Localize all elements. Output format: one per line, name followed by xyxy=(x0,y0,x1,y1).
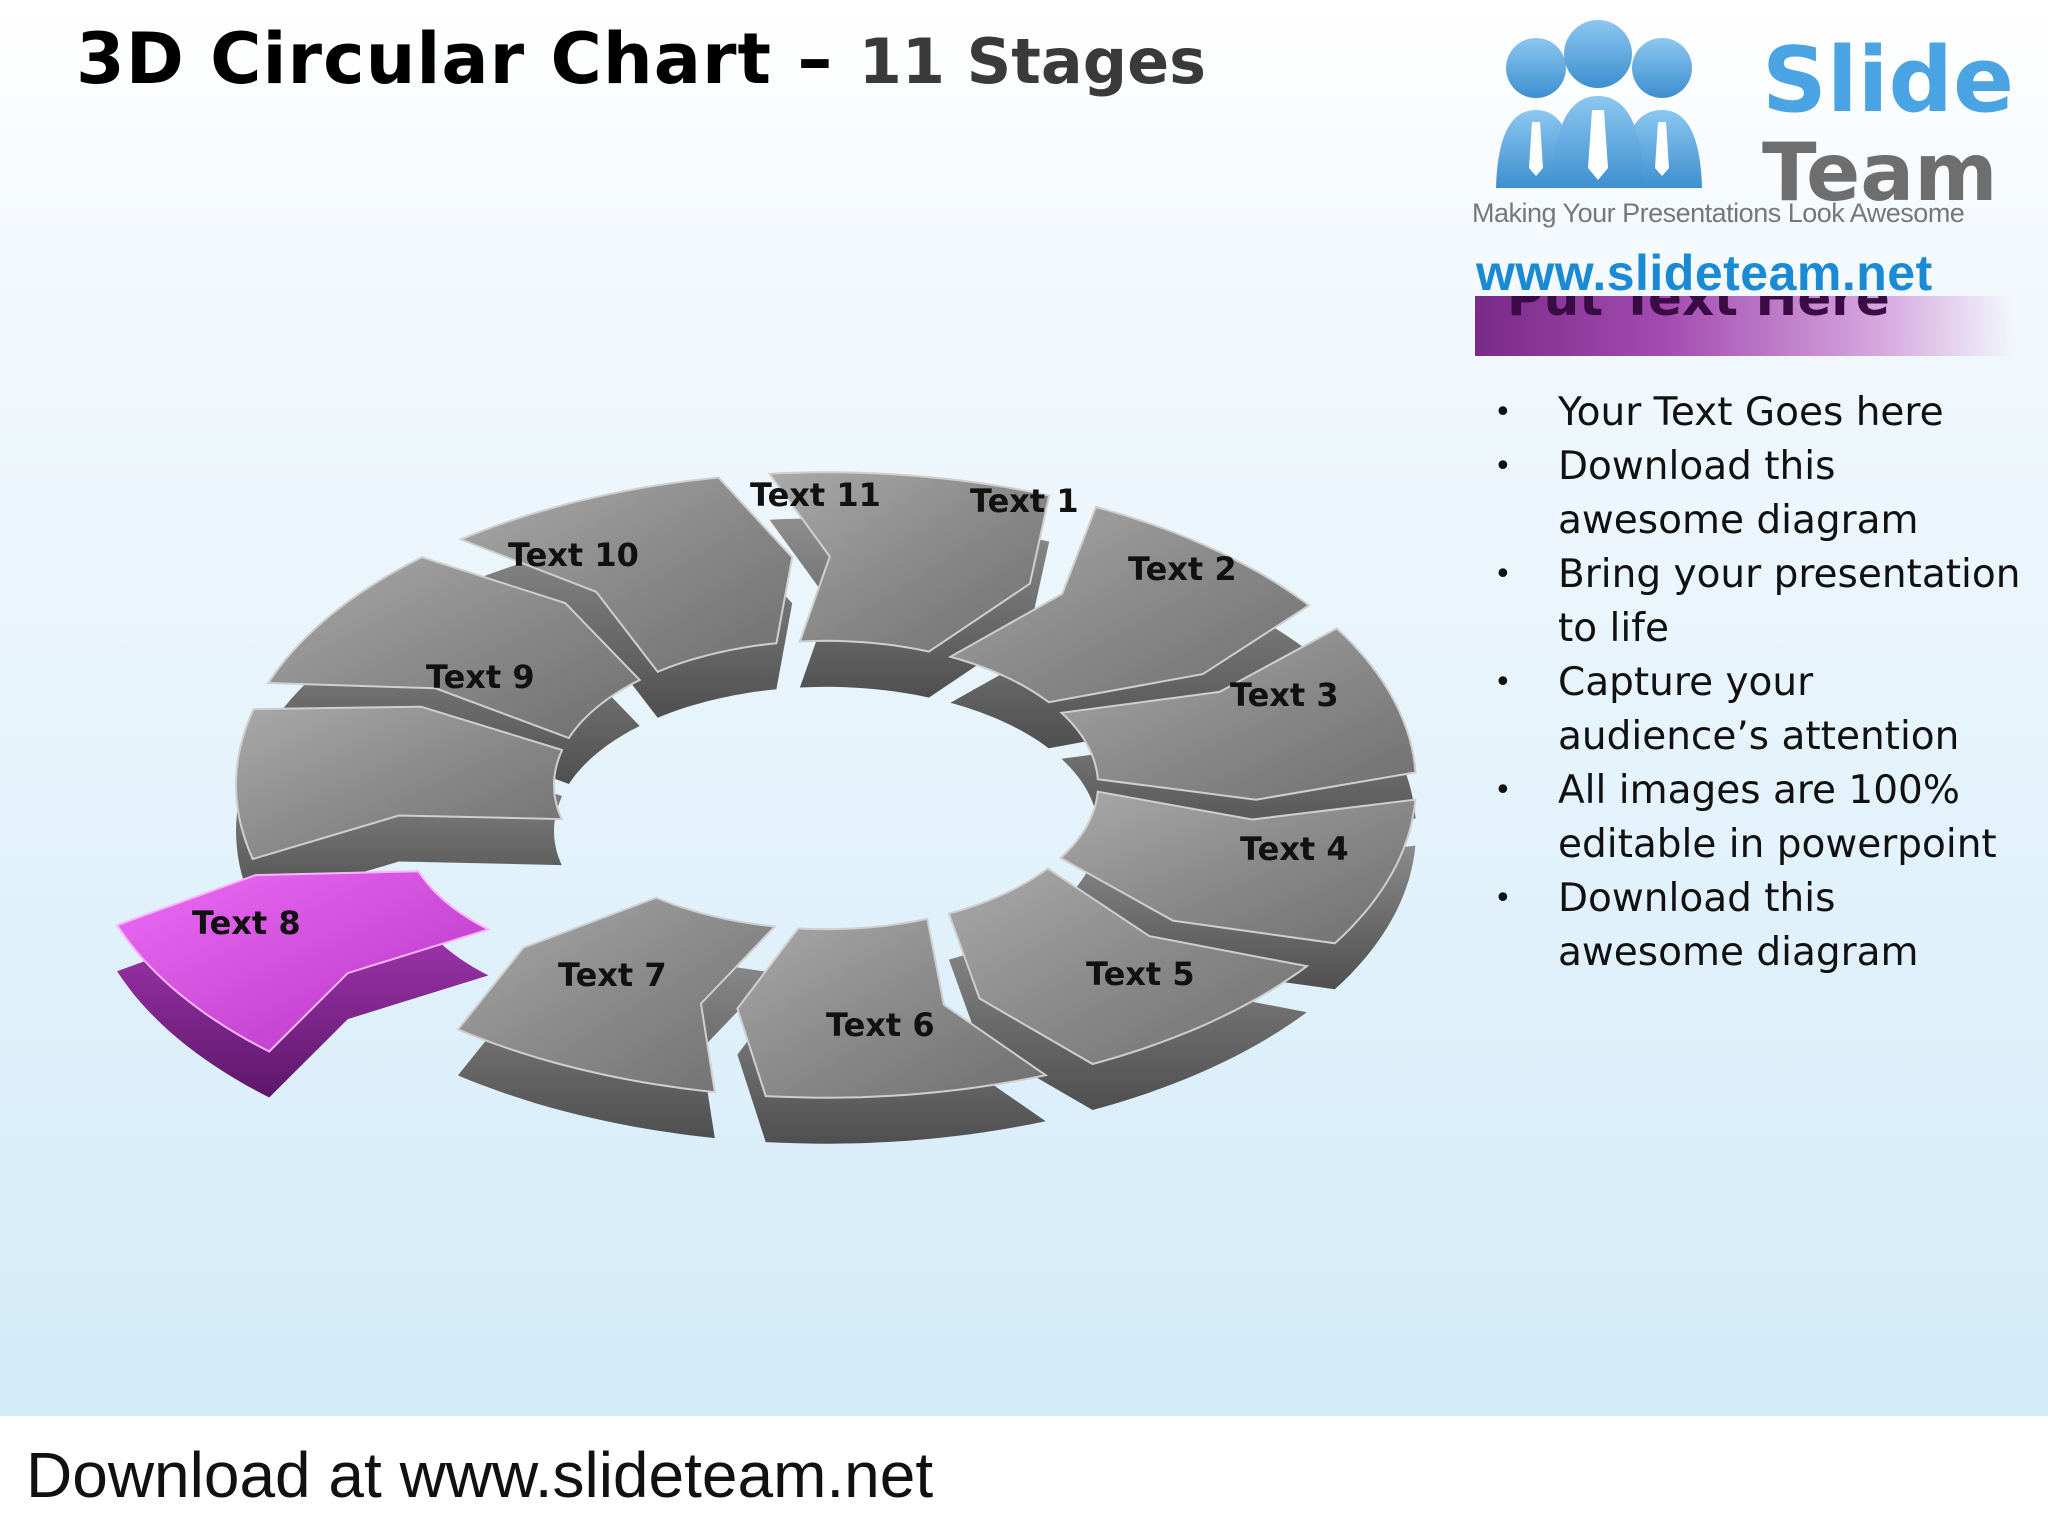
stage-segment-10[interactable] xyxy=(266,556,642,740)
bullet-item: • Download this awesome diagram xyxy=(1486,440,2026,548)
panel-header: Put Text Here xyxy=(1475,296,2015,356)
bullet-item: • Capture your audience’s attention xyxy=(1486,656,2026,764)
slide-title: 3D Circular Chart – 11 Stages xyxy=(76,18,1206,100)
stage-segment-8[interactable] xyxy=(115,870,492,1053)
footer-bar: Download at www.slideteam.net xyxy=(0,1416,2048,1536)
stage-labels: Text 1 Text 2 Text 3 Text 4 Text 5 Text … xyxy=(192,476,1349,1044)
people-icon xyxy=(1496,20,1702,188)
stage-label-7: Text 7 xyxy=(558,956,667,994)
bullet-list: • Your Text Goes here • Download this awes… xyxy=(1486,386,2026,980)
title-dash: – xyxy=(771,18,859,100)
bullet-text: Download this awesome diagram xyxy=(1558,876,1919,975)
title-main: 3D Circular Chart xyxy=(76,18,772,100)
stage-segment-2[interactable] xyxy=(947,505,1311,704)
stage-label-5: Text 5 xyxy=(1086,955,1195,993)
bullet-item: • Your Text Goes here xyxy=(1486,386,2026,440)
panel-header-text: Put Text Here xyxy=(1507,296,1890,327)
logo-tagline: Making Your Presentations Look Awesome xyxy=(1472,198,1965,228)
stage-label-2: Text 2 xyxy=(1128,550,1237,588)
stage-label-11: Text 11 xyxy=(750,476,881,514)
footer-text[interactable]: Download at www.slideteam.net xyxy=(26,1439,934,1511)
bullet-text: Bring your presentation to life xyxy=(1558,552,2021,651)
logo-url[interactable]: www.slideteam.net xyxy=(1476,245,1933,301)
bullet-icon: • xyxy=(1494,557,1512,592)
logo-word-team: Team xyxy=(1762,126,1998,219)
bullet-text: Your Text Goes here xyxy=(1558,390,1944,435)
stage-label-1: Text 1 xyxy=(970,482,1079,520)
bullet-icon: • xyxy=(1494,665,1512,700)
stage-label-9: Text 9 xyxy=(426,658,535,696)
bullet-item: • Bring your presentation to life xyxy=(1486,548,2026,656)
bullet-icon: • xyxy=(1494,449,1512,484)
stage-segment-6[interactable] xyxy=(736,917,1049,1099)
stage-label-10: Text 10 xyxy=(508,536,639,574)
stage-label-4: Text 4 xyxy=(1240,830,1349,868)
stage-segment-9[interactable] xyxy=(234,705,564,861)
bullet-text: Capture your audience’s attention xyxy=(1558,660,1960,759)
bullet-text: Download this awesome diagram xyxy=(1558,444,1919,543)
stage-label-8: Text 8 xyxy=(192,904,301,942)
bullet-icon: • xyxy=(1494,881,1512,916)
bullet-icon: • xyxy=(1494,395,1512,430)
stage-segment-3[interactable] xyxy=(1059,627,1417,801)
circular-chart-diagram: Text 1 Text 2 Text 3 Text 4 Text 5 Text … xyxy=(115,471,1417,1144)
ring-segments xyxy=(115,471,1417,1144)
title-sub: 11 Stages xyxy=(858,25,1207,98)
stage-segment-11[interactable] xyxy=(458,476,794,674)
bullet-text: All images are 100% editable in powerpoi… xyxy=(1558,768,1997,867)
stage-segment-5[interactable] xyxy=(947,867,1310,1066)
logo-word-slide: Slide xyxy=(1762,28,2014,133)
slideteam-logo: Slide Team Making Your Presentations Loo… xyxy=(1468,18,2028,318)
bullet-item: • All images are 100% editable in powerpo… xyxy=(1486,764,2026,872)
stage-label-3: Text 3 xyxy=(1230,676,1339,714)
stage-segment-1[interactable] xyxy=(767,471,1051,653)
stage-segment-7[interactable] xyxy=(456,896,777,1094)
stage-label-6: Text 6 xyxy=(826,1006,935,1044)
bullet-icon: • xyxy=(1494,773,1512,808)
bullet-item: • Download this awesome diagram xyxy=(1486,872,2026,980)
stage-segment-4[interactable] xyxy=(1058,790,1417,945)
